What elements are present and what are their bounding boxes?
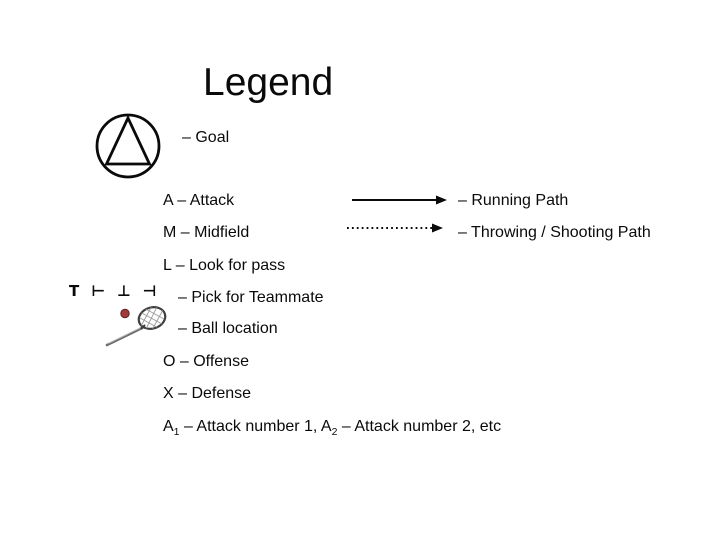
- attack-number-letter: A: [163, 418, 174, 435]
- pick-tee-left-icon: ⊣: [142, 282, 157, 300]
- attack-number-sub2: 2: [331, 426, 338, 438]
- running-path-arrow-icon: [352, 195, 447, 205]
- ball-location-label: – Ball location: [178, 320, 278, 337]
- page-title: Legend: [203, 61, 334, 104]
- pick-tee-down-icon: ⊥: [116, 282, 131, 300]
- goal-icon: [95, 113, 161, 179]
- attack-number-sub1: 1: [173, 426, 180, 438]
- pick-tee-right-icon: ⊢: [91, 282, 105, 300]
- legend-row-offense: O – Offense: [163, 353, 249, 370]
- legend-row-midfield: M – Midfield: [163, 224, 250, 241]
- pick-tee-up-icon: T: [69, 282, 80, 300]
- attack-number-middle: – Attack number 1, A: [179, 418, 332, 435]
- throwing-path-arrow-icon: [347, 223, 443, 233]
- legend-row-look-for-pass: L – Look for pass: [163, 257, 286, 274]
- legend-row-attack-numbers: A1 – Attack number 1, A2 – Attack number…: [163, 418, 501, 441]
- lacrosse-stick-icon: [105, 303, 167, 347]
- ball-icon: [120, 308, 130, 319]
- throwing-path-label: – Throwing / Shooting Path: [458, 224, 651, 241]
- pick-symbols: T ⊢ ⊥ ⊣: [69, 283, 156, 300]
- legend-row-attack: A – Attack: [163, 192, 235, 209]
- attack-number-suffix: – Attack number 2, etc: [337, 418, 502, 435]
- legend-row-defense: X – Defense: [163, 385, 252, 402]
- running-path-label: – Running Path: [458, 192, 569, 209]
- goal-label: – Goal: [182, 129, 230, 146]
- pick-label: – Pick for Teammate: [178, 289, 324, 306]
